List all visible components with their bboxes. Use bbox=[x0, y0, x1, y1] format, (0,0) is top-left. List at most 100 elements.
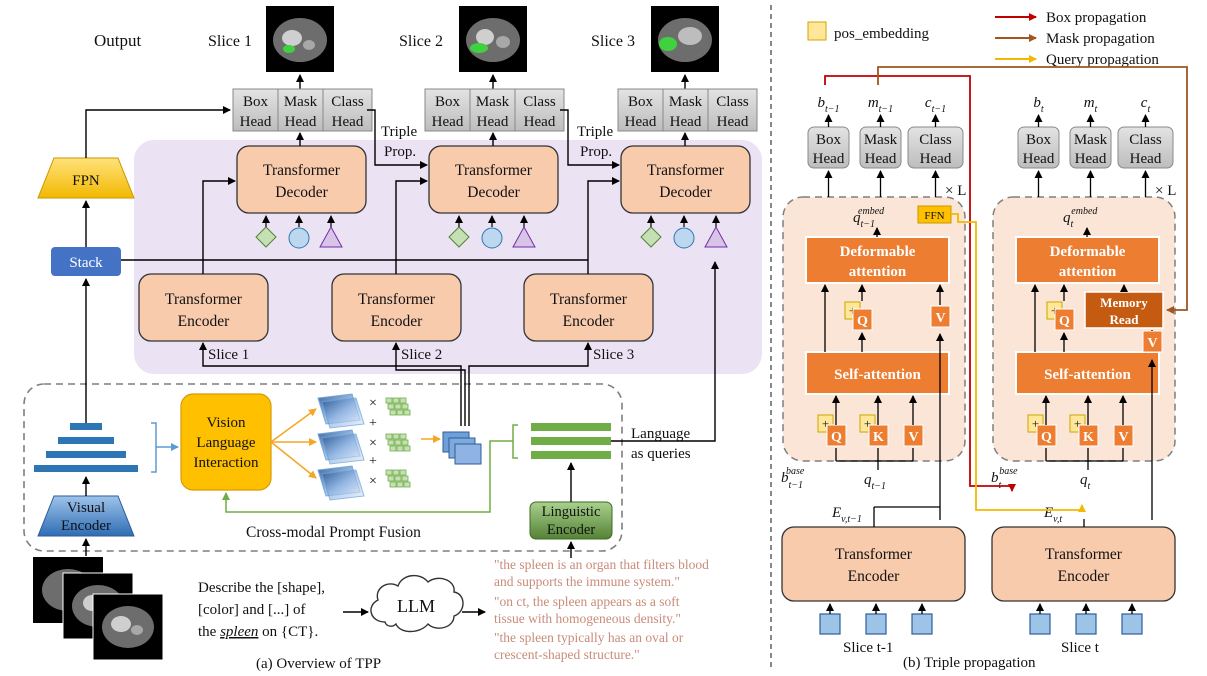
svg-text:Head: Head bbox=[1023, 151, 1055, 167]
svg-text:Head: Head bbox=[865, 151, 897, 167]
svg-text:Transformer: Transformer bbox=[358, 291, 436, 308]
triangle-query-icon bbox=[704, 225, 728, 248]
svg-text:Self-attention: Self-attention bbox=[1044, 367, 1131, 383]
svg-text:Q: Q bbox=[831, 430, 842, 445]
svg-text:V: V bbox=[908, 430, 918, 445]
attention-map-1 bbox=[317, 393, 365, 429]
svg-text:Mask: Mask bbox=[864, 132, 898, 148]
transformer-decoder-2: Transformer Decoder bbox=[428, 145, 559, 214]
cross-modal-region bbox=[23, 383, 623, 552]
language-queries-label-2: as queries bbox=[631, 446, 691, 462]
times-l-right: × L bbox=[1155, 183, 1176, 199]
circle-query-icon bbox=[481, 227, 503, 249]
ct-output-image-2 bbox=[459, 6, 527, 72]
patch-token bbox=[1075, 613, 1097, 635]
prompt-organ: spleen bbox=[220, 624, 258, 640]
svg-text:Box: Box bbox=[243, 94, 269, 110]
svg-text:Class: Class bbox=[331, 94, 364, 110]
svg-text:Interaction: Interaction bbox=[194, 455, 259, 471]
svg-text:Decoder: Decoder bbox=[275, 184, 328, 201]
mask-propagation-arrow bbox=[877, 66, 1188, 314]
linguistic-brace bbox=[508, 424, 518, 459]
box-head-3 bbox=[617, 88, 664, 132]
prompt-line-3: the spleen on {CT}. bbox=[198, 624, 318, 640]
svg-text:Class: Class bbox=[919, 132, 952, 148]
patch-token bbox=[911, 613, 933, 635]
svg-text:Head: Head bbox=[240, 114, 272, 130]
query-propagation-arrow bbox=[951, 213, 1086, 512]
triple-prop-label-1: Triple bbox=[381, 124, 417, 140]
transformer-encoder-3: Transformer Encoder bbox=[523, 273, 654, 342]
svg-text:Deformable: Deformable bbox=[1050, 244, 1126, 260]
svg-text:Q: Q bbox=[1059, 314, 1070, 329]
box-output-right: bt bbox=[1033, 95, 1044, 115]
svg-text:Head: Head bbox=[920, 151, 952, 167]
patch-token bbox=[819, 613, 841, 635]
svg-text:K: K bbox=[1083, 430, 1094, 445]
linguistic-encoder: Linguistic Encoder bbox=[529, 501, 613, 540]
svg-text:Visual: Visual bbox=[67, 500, 105, 516]
legend-box: Box propagation bbox=[1046, 10, 1147, 26]
diamond-query-icon bbox=[640, 226, 662, 248]
encoder-slice-label-2: Slice 2 bbox=[401, 347, 442, 363]
svg-text:+: + bbox=[864, 416, 871, 431]
self-attention-left: Self-attention bbox=[805, 351, 950, 395]
query-shapes-1 bbox=[255, 215, 343, 249]
svg-text:Q: Q bbox=[1041, 430, 1052, 445]
diamond-query-icon bbox=[255, 226, 277, 248]
svg-text:Q: Q bbox=[857, 314, 868, 329]
input-ct-stack bbox=[33, 557, 164, 661]
svg-text:FFN: FFN bbox=[924, 210, 944, 222]
query-shapes-2 bbox=[448, 215, 536, 249]
svg-text:Encoder: Encoder bbox=[848, 568, 900, 585]
svg-text:Head: Head bbox=[813, 151, 845, 167]
svg-text:Box: Box bbox=[435, 94, 461, 110]
transformer-encoder-1: Transformer Encoder bbox=[138, 273, 269, 342]
svg-text:Head: Head bbox=[285, 114, 317, 130]
diamond-query-icon bbox=[448, 226, 470, 248]
triple-prop-label-2: Triple bbox=[577, 124, 613, 140]
svg-text:Transformer: Transformer bbox=[647, 162, 725, 179]
svg-text:attention: attention bbox=[1059, 264, 1117, 280]
mask-output-left: mt−1 bbox=[868, 95, 893, 115]
patch-token bbox=[1121, 613, 1143, 635]
svg-text:Encoder: Encoder bbox=[61, 518, 111, 534]
svg-text:K: K bbox=[873, 430, 884, 445]
box-propagation-arrow bbox=[824, 75, 1016, 492]
svg-text:Transformer: Transformer bbox=[1045, 546, 1123, 563]
query-shapes-3 bbox=[640, 215, 728, 249]
svg-text:Encoder: Encoder bbox=[547, 522, 595, 538]
svg-text:LLM: LLM bbox=[397, 596, 435, 616]
circle-query-icon bbox=[673, 227, 695, 249]
mask-head-2 bbox=[469, 88, 516, 132]
svg-text:+: + bbox=[1032, 416, 1039, 431]
llm-cloud: LLM bbox=[370, 575, 464, 633]
svg-text:Mask: Mask bbox=[669, 94, 703, 110]
quote-line-4: tissue with homogeneous density." bbox=[494, 611, 681, 626]
encoder-slice-label-3: Slice 3 bbox=[593, 347, 634, 363]
svg-text:Stack: Stack bbox=[69, 255, 103, 271]
transformer-encoder-2: Transformer Encoder bbox=[331, 273, 462, 342]
svg-text:Transformer: Transformer bbox=[165, 291, 243, 308]
q-small-right: qt bbox=[1080, 472, 1091, 492]
mask-head-3 bbox=[662, 88, 709, 132]
slice-title-1: Slice 1 bbox=[208, 33, 252, 50]
svg-text:FPN: FPN bbox=[72, 173, 100, 189]
prompt-line-1: Describe the [shape], bbox=[198, 580, 325, 596]
linguistic-feature-bars bbox=[531, 423, 611, 459]
encoder-slice-label-1: Slice 1 bbox=[208, 347, 249, 363]
fpn-block: FPN bbox=[37, 157, 135, 199]
svg-text:Decoder: Decoder bbox=[467, 184, 520, 201]
svg-text:Head: Head bbox=[477, 114, 509, 130]
slice-title-2: Slice 2 bbox=[399, 33, 443, 50]
svg-text:Mask: Mask bbox=[1074, 132, 1108, 148]
operator-3: × bbox=[369, 436, 377, 451]
q-small-left: qt−1 bbox=[864, 472, 886, 492]
quote-line-2: and supports the immune system." bbox=[494, 574, 680, 589]
svg-text:Read: Read bbox=[1110, 312, 1140, 327]
svg-text:Box: Box bbox=[1026, 132, 1052, 148]
quote-line-3: "on ct, the spleen appears as a soft bbox=[494, 594, 680, 609]
operator-5: × bbox=[369, 474, 377, 489]
